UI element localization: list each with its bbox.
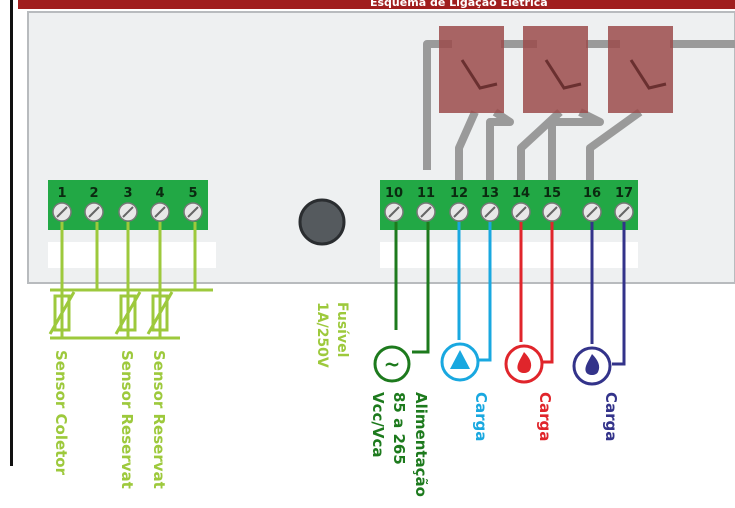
power-label-2: 85 a 265: [390, 392, 408, 465]
terminal-block-right: 1011121314151617REDER1R2R3: [380, 180, 638, 268]
right-terminal-number: 15: [543, 186, 561, 201]
tilde-glyph: ~: [384, 352, 401, 376]
screw-slot: [618, 206, 630, 218]
left-terminal-number: 4: [155, 186, 164, 201]
power-label-3: Vcc/Vca: [369, 392, 387, 458]
water-drop-shape: [450, 350, 470, 369]
screw-slot: [154, 206, 166, 218]
relay2-wire-b: [548, 108, 604, 182]
relay-box-2: [523, 26, 588, 113]
sensor-frames: [50, 288, 213, 340]
header-title: Esquema de Ligação Elétrica: [370, 0, 548, 9]
left-border-line: [10, 0, 13, 466]
screw-slot: [187, 206, 199, 218]
right-terminal-number: 11: [417, 186, 435, 201]
load-label-2: Carga: [536, 392, 554, 441]
left-label-strip: [48, 242, 216, 268]
thermistor-3: [151, 294, 169, 332]
tilde-ac-icon: [373, 345, 411, 383]
power-wire-b: [412, 222, 430, 354]
load1-wire-b: [478, 222, 492, 362]
thermistors: [48, 291, 174, 335]
left-terminal-number: 5: [188, 186, 197, 201]
relay1-wire-b: [486, 108, 514, 182]
relay-contact-2: [544, 59, 582, 90]
relay-box-1: [439, 26, 504, 113]
fuse-label-1: Fusível: [334, 302, 350, 357]
fuse-holder: [298, 198, 346, 246]
screw-slot: [88, 206, 100, 218]
load-label-3: Carga: [602, 392, 620, 441]
right-terminal-number: 14: [512, 186, 530, 201]
screw-slot: [515, 206, 527, 218]
relay1-wire: [455, 110, 479, 182]
sensor-label-2: Sensor Reservat: [118, 350, 136, 489]
screw-slot: [484, 206, 496, 218]
relay3-wire: [586, 108, 643, 182]
right-terminal-number: 17: [615, 186, 633, 201]
sensor-label-1: Sensor Coletor: [52, 350, 70, 476]
screw-slot: [453, 206, 465, 218]
power-label-1: Alimentação: [412, 392, 430, 497]
right-label-strip: [380, 242, 638, 268]
right-terminal-number: 16: [583, 186, 601, 201]
right-terminal-number: 10: [385, 186, 403, 201]
border-end: [10, 466, 13, 508]
thermistor-1-slash: [48, 291, 76, 335]
thermistor-2: [119, 294, 137, 332]
left-terminal-number: 1: [57, 186, 66, 201]
left-terminal-number: 3: [123, 186, 132, 201]
thermistor-1: [53, 294, 71, 332]
load3-wire-b: [612, 222, 626, 366]
screw-slot: [122, 206, 134, 218]
relay2-wire: [517, 109, 563, 182]
load-label-1: Carga: [472, 392, 490, 441]
relay-contact-3: [629, 59, 667, 90]
right-terminal-number: 13: [481, 186, 499, 201]
sensor-leads: [60, 290, 162, 338]
sensor-label-3: Sensor Reservat: [150, 350, 168, 489]
relay-contact-1: [460, 59, 498, 90]
relays: [423, 26, 735, 182]
gas-flame-shape: [585, 354, 600, 375]
screw-slot: [420, 206, 432, 218]
screw-slot: [388, 206, 400, 218]
relay-box-3: [608, 26, 673, 113]
screw-slot: [586, 206, 598, 218]
screw-slot: [546, 206, 558, 218]
right-terminal-number: 12: [450, 186, 468, 201]
thermistor-3-slash: [146, 291, 174, 335]
thermistor-2-slash: [114, 291, 142, 335]
terminal-block-left: 12345T1COMT2T3COM: [48, 180, 216, 268]
left-terminal-number: 2: [89, 186, 98, 201]
fuse-label-2: 1A/250V: [314, 302, 330, 368]
header-bar: [18, 0, 735, 9]
screw-slot: [56, 206, 68, 218]
fire-shape: [517, 352, 532, 373]
load2-wire-b: [542, 222, 554, 364]
